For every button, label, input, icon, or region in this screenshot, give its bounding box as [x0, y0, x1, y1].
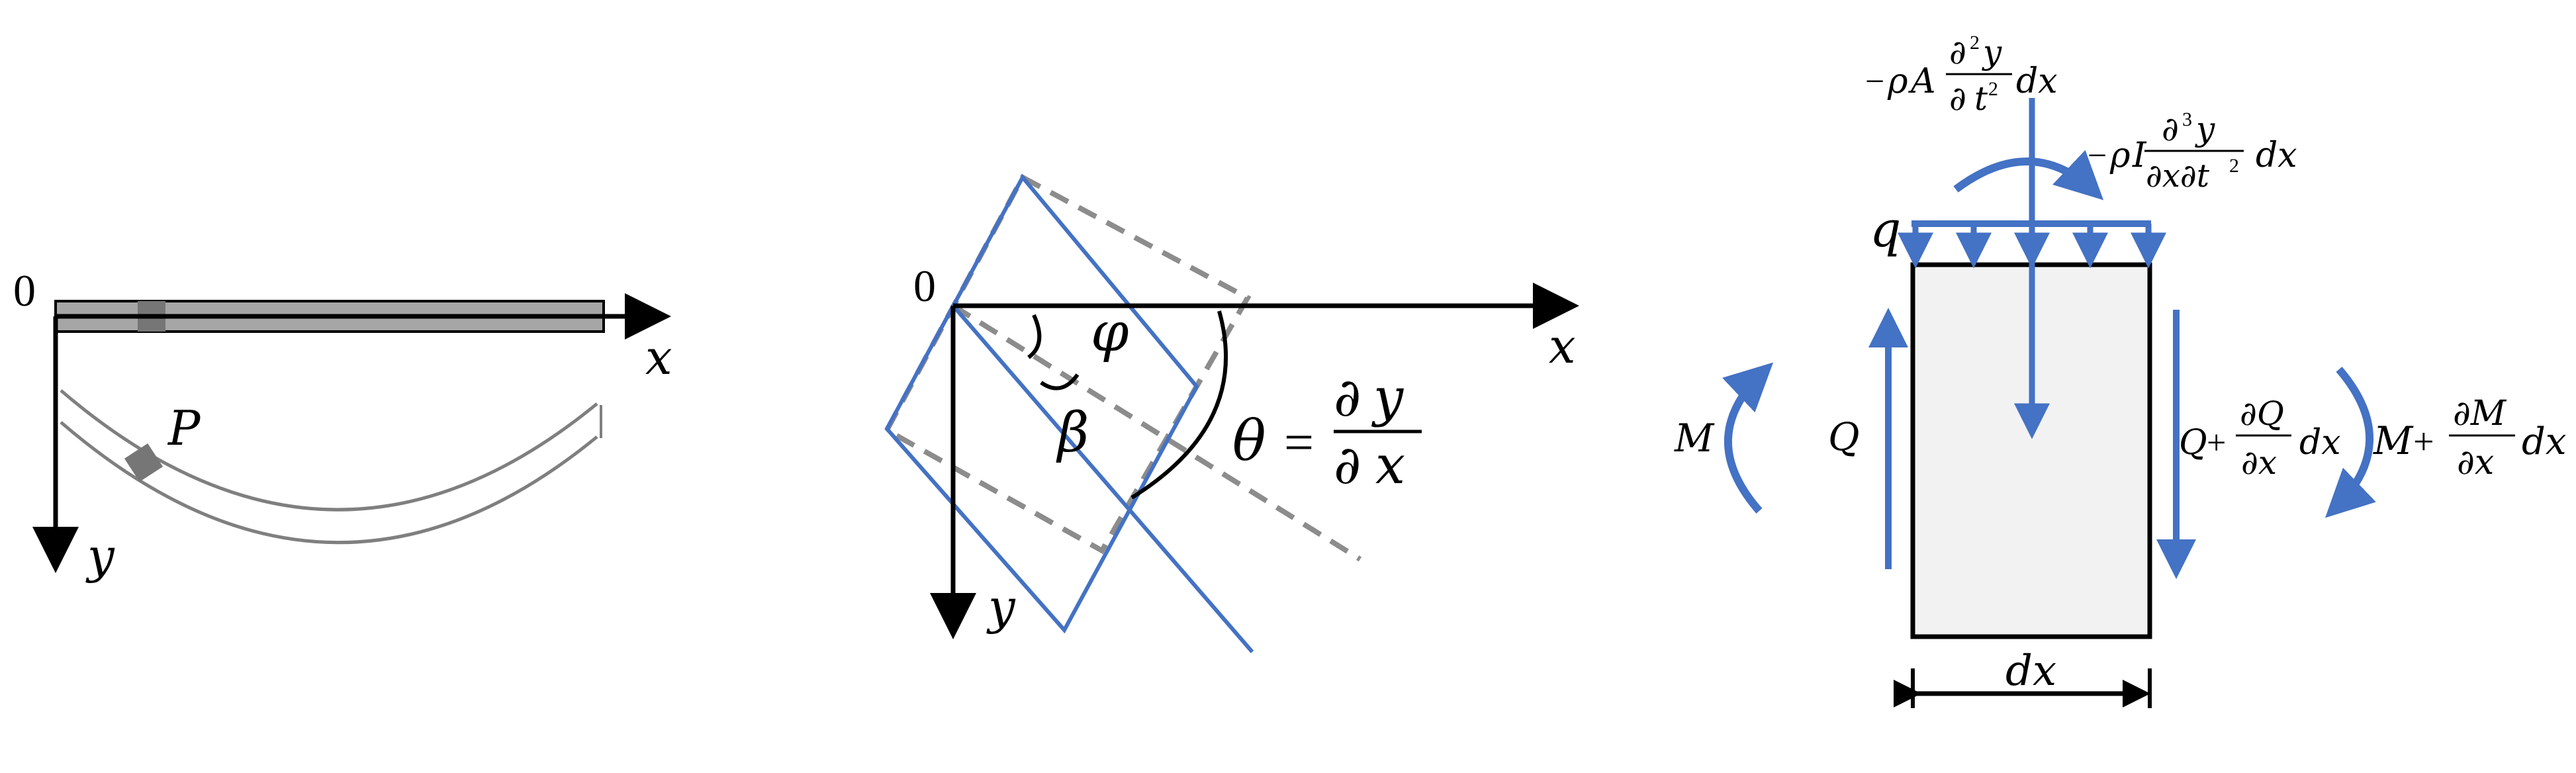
theta-num-y: y: [1371, 367, 1404, 428]
deflected-beam-top: [60, 389, 598, 512]
inertia-dx: dx: [2016, 62, 2058, 101]
beta-label: β: [1056, 402, 1089, 465]
theta-arc: [1130, 310, 1228, 500]
width-label: dx: [2005, 647, 2056, 696]
phi-label: φ: [1091, 301, 1129, 364]
inertia-den-partial: ∂: [1949, 79, 1966, 118]
moment-left-arc: [1722, 362, 1774, 514]
rotary-num-partial: ∂: [2162, 110, 2179, 148]
moment-right-arc: [2325, 367, 2376, 518]
moment-right-den: ∂x: [2457, 443, 2494, 482]
inertia-A: A: [1908, 62, 1936, 101]
panel-beam: 0 x y P: [13, 265, 672, 584]
inertia-den-exp: 2: [1988, 78, 1998, 100]
theta-den-x: x: [1375, 434, 1405, 496]
y-axis-label-middle: y: [986, 579, 1016, 635]
inertia-force-label: − ρ A ∂ 2 y ∂ t 2 dx: [1865, 32, 2058, 118]
shear-right-Q: Q: [2179, 423, 2207, 463]
x-axis-label-left: x: [645, 330, 672, 385]
rotary-minus: −: [2088, 137, 2107, 175]
inertia-num-y: y: [1982, 33, 2002, 71]
phi-arc: [1027, 314, 1042, 359]
y-axis-label-left: y: [85, 528, 115, 584]
theta-label: θ: [1232, 408, 1266, 473]
point-P-marker: [124, 443, 163, 482]
dashed-element: [883, 173, 1252, 555]
shear-left-label: Q: [1828, 414, 1860, 459]
rotary-den: ∂x∂t: [2146, 158, 2210, 195]
moment-right-num: ∂M: [2453, 394, 2507, 433]
origin-label-middle: 0: [913, 261, 936, 311]
theta-num-partial: ∂: [1334, 367, 1361, 428]
moment-right-label: M + ∂M ∂x dx: [2373, 394, 2566, 482]
load-q-label: q: [1870, 201, 1901, 258]
theta-den-partial: ∂: [1334, 434, 1361, 496]
dashed-normal: [951, 303, 1362, 562]
shear-right-num: ∂Q: [2240, 394, 2284, 433]
moment-left-label: M: [1674, 416, 1715, 461]
x-axis-label-middle: x: [1549, 318, 1576, 374]
rotary-num-y: y: [2195, 110, 2215, 148]
beta-arc: [1040, 373, 1080, 390]
panel-element: q Q M dx − ρ A ∂ 2 y ∂ t 2: [1674, 32, 2566, 708]
shear-right-den: ∂x: [2241, 443, 2277, 482]
point-P-label: P: [167, 400, 201, 456]
inertia-rho: ρ: [1887, 62, 1908, 101]
rotary-den-exp: 2: [2229, 155, 2239, 177]
deflected-beam-bottom: [60, 421, 598, 545]
rotated-normal: [951, 304, 1254, 653]
rotary-num-exp: 3: [2182, 109, 2192, 130]
rotary-rho: ρ: [2109, 136, 2131, 175]
rotated-element: [884, 173, 1199, 634]
inertia-minus: −: [1865, 63, 1884, 101]
moment-right-M: M: [2373, 418, 2414, 463]
inertia-num-partial: ∂: [1949, 33, 1966, 71]
rotary-inertia-arc: [1953, 150, 2104, 201]
shear-right-plus: +: [2207, 424, 2226, 462]
equals-sign: =: [1284, 414, 1314, 472]
inertia-den-t: t: [1974, 79, 1988, 118]
origin-label-left: 0: [13, 265, 36, 316]
shear-right-dx: dx: [2299, 423, 2341, 463]
rotary-inertia-label: − ρ I ∂ 3 y ∂x∂t 2 dx: [2088, 109, 2297, 195]
panel-rotation: 0 x y φ β θ = ∂ y ∂ x: [883, 173, 1579, 653]
rotary-I: I: [2132, 136, 2147, 175]
rotary-dx: dx: [2256, 136, 2297, 175]
shear-right-label: Q + ∂Q ∂x dx: [2179, 394, 2341, 482]
moment-right-plus: +: [2413, 422, 2434, 463]
inertia-num-exp: 2: [1970, 32, 1980, 54]
moment-right-dx: dx: [2522, 420, 2566, 463]
